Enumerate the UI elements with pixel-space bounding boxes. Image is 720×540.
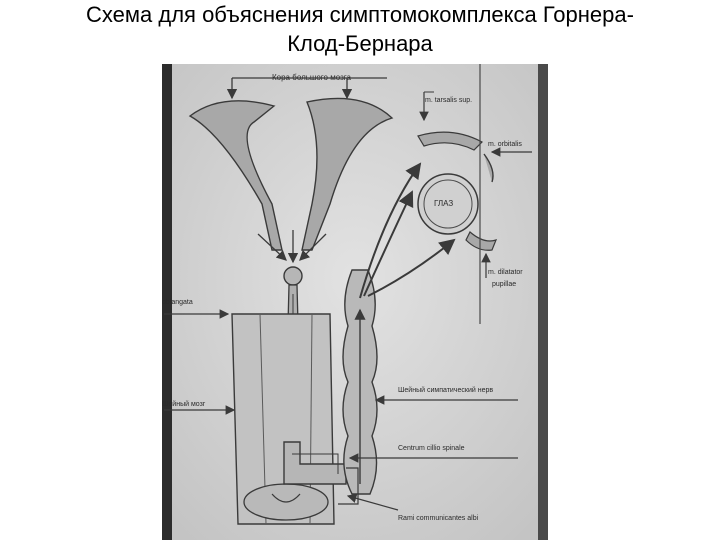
orbitalis-label: m. orbitalis <box>488 141 522 148</box>
photo-left-border <box>162 64 172 540</box>
fibre-to-dilatator <box>367 238 456 297</box>
dilatator-label-line1: m. dilatator <box>488 269 523 276</box>
eye-outer <box>417 173 479 235</box>
sympathetic-nerve-label: Шейный симпатический нерв <box>398 386 493 394</box>
horner-syndrome-diagram: Кора большого мозга <box>162 64 548 540</box>
orbitalis-muscle <box>483 153 494 183</box>
photo-right-border <box>538 64 548 540</box>
tarsalis-label: m. tarsalis sup. <box>425 97 472 104</box>
eye-label: ГЛАЗ <box>434 199 453 208</box>
eye-inner <box>423 179 473 229</box>
converge-arrow-right <box>299 233 327 261</box>
right-cortex-branch <box>301 97 394 251</box>
rami-leader <box>346 493 399 511</box>
dilatator-label-line2: pupillae <box>492 281 516 288</box>
left-cortex-branch <box>188 100 283 251</box>
gray-matter-butterfly <box>271 493 301 503</box>
diagram-svg: Кора большого мозга <box>162 64 548 540</box>
converge-arrow-left <box>257 233 287 261</box>
slide-title-line-2: Клод-Бернара <box>287 31 433 56</box>
spinal-cord-label: Шейный мозг <box>162 400 206 408</box>
central-nucleus <box>283 266 303 286</box>
slide-title: Схема для объяснения симптомокомплекса Г… <box>0 0 720 58</box>
slide-title-line-1: Схема для объяснения симптомокомплекса Г… <box>86 2 634 27</box>
fibre-to-tarsalis <box>359 162 422 299</box>
upper-eyelid-muscle <box>417 131 483 151</box>
oblongata-label: oblangata <box>162 299 193 306</box>
ciliospinal-inner <box>292 453 339 474</box>
rami-label: Rami communicantes albi <box>398 515 479 522</box>
dilatator-muscle <box>465 231 498 251</box>
rami-connection <box>338 467 359 505</box>
centrum-label: Centrum cillio spinale <box>398 445 465 452</box>
fibre-to-orbitalis <box>363 190 414 297</box>
